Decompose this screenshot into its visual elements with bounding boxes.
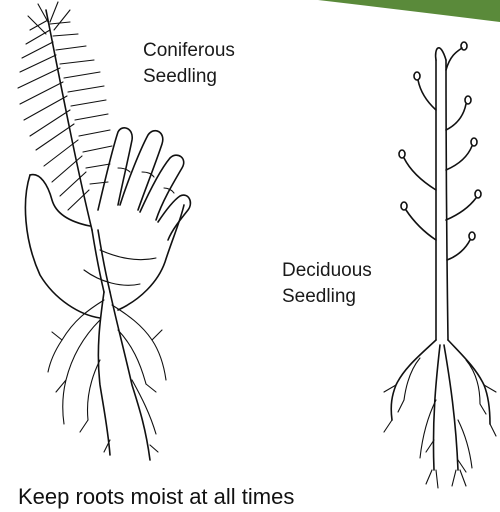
coniferous-seedling-label: Coniferous Seedling xyxy=(143,38,235,90)
needles xyxy=(18,2,112,230)
coniferous-roots xyxy=(48,292,166,460)
deciduous-label-line1: Deciduous xyxy=(282,258,372,284)
corner-band xyxy=(318,0,500,22)
care-caption: Keep roots moist at all times xyxy=(18,482,294,512)
coniferous-label-line1: Coniferous xyxy=(143,38,235,64)
deciduous-seedling-label: Deciduous Seedling xyxy=(282,258,372,310)
coniferous-label-line2: Seedling xyxy=(143,64,235,90)
coniferous-stem xyxy=(92,230,104,292)
hand xyxy=(25,128,190,318)
deciduous-seedling xyxy=(384,42,496,488)
deciduous-label-line2: Seedling xyxy=(282,284,372,310)
deciduous-roots xyxy=(384,340,496,488)
